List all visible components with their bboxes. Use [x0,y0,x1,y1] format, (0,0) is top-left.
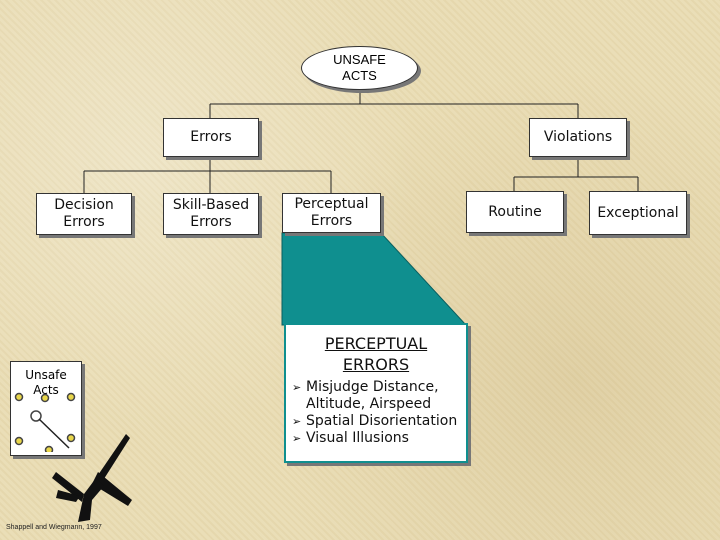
detail-item: Spatial Disorientation [292,413,466,430]
node-skill-based-errors: Skill-Based Errors [163,193,259,235]
node-routine: Routine [466,191,564,233]
detail-title: PERCEPTUAL ERRORS [324,334,428,374]
node-routine-label: Routine [488,203,542,220]
node-perceptual-errors: Perceptual Errors [282,193,381,233]
node-exceptional: Exceptional [589,191,687,235]
callout-funnel [281,232,468,326]
node-unsafe-acts: UNSAFE ACTS [301,46,418,90]
node-skill-based-errors-label: Skill-Based Errors [172,197,250,230]
unsafe-acts-legend: Unsafe Acts [10,361,82,456]
detail-list: Misjudge Distance, Altitude, Airspeed Sp… [286,379,466,447]
detail-item: Misjudge Distance, Altitude, Airspeed [292,379,466,413]
detail-item: Visual Illusions [292,430,466,447]
node-decision-errors-label: Decision Errors [54,197,114,230]
legend-glyph-icon [14,392,76,452]
perceptual-errors-detail: PERCEPTUAL ERRORS Misjudge Distance, Alt… [284,323,468,463]
node-unsafe-acts-label: UNSAFE ACTS [333,52,386,83]
node-decision-errors: Decision Errors [36,193,132,235]
node-perceptual-errors-label: Perceptual Errors [294,196,369,229]
node-errors-label: Errors [190,129,232,145]
legend-label: Unsafe Acts [25,368,67,397]
node-errors: Errors [163,118,259,157]
citation: Shappell and Wiegmann, 1997 [6,524,102,531]
node-exceptional-label: Exceptional [597,204,679,221]
node-violations: Violations [529,118,627,157]
node-violations-label: Violations [543,129,613,145]
aircraft-silhouette-icon [52,434,132,522]
